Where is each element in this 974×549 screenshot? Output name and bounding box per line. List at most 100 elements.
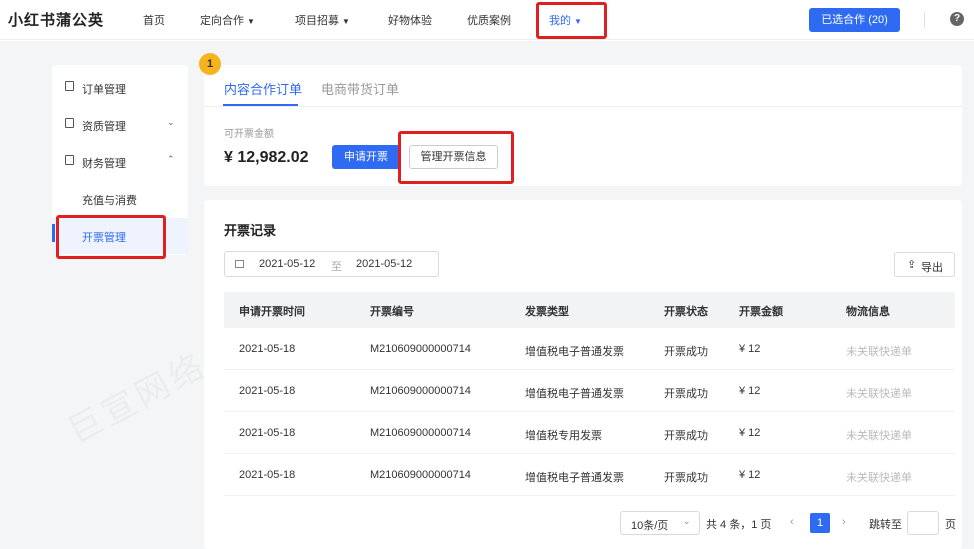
table-cell: ¥ 12 xyxy=(739,343,761,355)
nav-product-trial[interactable]: 好物体验 xyxy=(388,12,432,28)
nav-mine[interactable]: 我的▼ xyxy=(549,12,582,28)
table-cell: 未关联快递单 xyxy=(846,346,912,358)
table-cell: M210609000000714 xyxy=(370,469,471,481)
column-header: 申请开票时间 xyxy=(239,306,305,318)
table-cell: 未关联快递单 xyxy=(846,472,912,484)
calendar-icon xyxy=(235,260,244,268)
page-size-value: 10条/页 xyxy=(631,520,669,532)
pagination-total: 共 4 条，1 页 xyxy=(706,519,772,531)
sidebar-active-indicator xyxy=(52,224,55,242)
sidebar-item-qualification[interactable]: 资质管理 ⌄ xyxy=(52,115,188,135)
date-range-picker[interactable]: 2021-05-12 至 2021-05-12 xyxy=(224,251,439,277)
caret-down-icon: ▼ xyxy=(574,17,582,26)
nav-home-label: 首页 xyxy=(143,15,165,27)
sidebar-item-label: 订单管理 xyxy=(82,84,126,96)
selected-cooperation-button[interactable]: 已选合作 (20) xyxy=(809,8,900,32)
nav-home[interactable]: 首页 xyxy=(143,12,165,28)
table-cell: 2021-05-18 xyxy=(239,343,296,355)
apply-invoice-button[interactable]: 申请开票 xyxy=(332,145,400,169)
nav-cases-label: 优质案例 xyxy=(467,15,511,27)
caret-down-icon: ▼ xyxy=(342,17,350,26)
table-cell: ¥ 12 xyxy=(739,427,761,439)
chevron-down-icon: ⌄ xyxy=(167,117,175,127)
nav-trial-label: 好物体验 xyxy=(388,15,432,27)
export-label: 导出 xyxy=(921,262,943,274)
table-cell: 增值税电子普通发票 xyxy=(525,388,624,400)
table-header: 申请开票时间 开票编号 发票类型 开票状态 开票金额 物流信息 xyxy=(224,292,955,328)
export-icon: ⇪ xyxy=(907,259,917,271)
chevron-down-icon: ⌄ xyxy=(683,516,691,526)
caret-down-icon: ▼ xyxy=(247,17,255,26)
column-header: 开票金额 xyxy=(739,306,783,318)
column-header: 开票编号 xyxy=(370,306,414,318)
column-header: 开票状态 xyxy=(664,306,708,318)
table-row: 2021-05-18 M210609000000714 增值税电子普通发票 开票… xyxy=(224,328,955,370)
table-row: 2021-05-18 M210609000000714 增值税专用发票 开票成功… xyxy=(224,412,955,454)
highlight-box-manage xyxy=(398,131,514,184)
sidebar-item-orders[interactable]: 订单管理 xyxy=(52,78,188,98)
table-row: 2021-05-18 M210609000000714 增值税电子普通发票 开票… xyxy=(224,454,955,496)
sidebar-item-invoice[interactable]: 开票管理 xyxy=(82,232,126,244)
tab-content-orders[interactable]: 内容合作订单 xyxy=(224,82,303,97)
sidebar-item-finance[interactable]: 财务管理 ⌃ xyxy=(52,152,188,172)
watermark: 巨宣网络 xyxy=(57,338,214,453)
chevron-up-icon: ⌃ xyxy=(167,154,175,164)
manage-invoice-info-button[interactable]: 管理开票信息 xyxy=(409,145,498,169)
nav-recruit-label: 项目招募 xyxy=(295,15,339,27)
highlight-box-mine xyxy=(536,2,607,39)
table-cell: 2021-05-18 xyxy=(239,469,296,481)
table-cell: 增值税专用发票 xyxy=(525,430,602,442)
table-cell: 未关联快递单 xyxy=(846,388,912,400)
table-cell: 开票成功 xyxy=(664,430,708,442)
nav-mine-label: 我的 xyxy=(549,15,571,27)
invoiceable-amount: ¥ 12,982.02 xyxy=(224,149,309,166)
nav-directed-cooperation[interactable]: 定向合作▼ xyxy=(200,12,255,28)
date-start: 2021-05-12 xyxy=(259,258,316,270)
tab-active-underline xyxy=(223,104,298,106)
nav-project-recruit[interactable]: 项目招募▼ xyxy=(295,12,350,28)
date-separator: 至 xyxy=(331,261,342,273)
help-icon[interactable]: ? xyxy=(950,12,964,26)
nav-cases[interactable]: 优质案例 xyxy=(467,12,511,28)
records-title: 开票记录 xyxy=(224,223,277,238)
invoice-records-card xyxy=(204,200,962,549)
nav-directed-label: 定向合作 xyxy=(200,15,244,27)
table-cell: M210609000000714 xyxy=(370,427,471,439)
goto-unit-label: 页 xyxy=(945,519,956,531)
page-1-button[interactable]: 1 xyxy=(810,513,830,533)
page-size-select[interactable]: 10条/页 ⌄ xyxy=(620,511,700,535)
column-header: 物流信息 xyxy=(846,306,890,318)
invoice-summary-card xyxy=(204,65,962,186)
table-cell: ¥ 12 xyxy=(739,469,761,481)
table-cell: 开票成功 xyxy=(664,346,708,358)
table-cell: ¥ 12 xyxy=(739,385,761,397)
table-cell: 增值税电子普通发票 xyxy=(525,346,624,358)
prev-page-button[interactable]: ‹ xyxy=(790,516,794,528)
sidebar-item-label: 资质管理 xyxy=(82,121,126,133)
brand-logo[interactable]: 小红书蒲公英 xyxy=(8,12,105,29)
sidebar-item-label: 财务管理 xyxy=(82,158,126,170)
table-cell: M210609000000714 xyxy=(370,343,471,355)
step-badge: 1 xyxy=(199,53,221,75)
tab-ecommerce-orders[interactable]: 电商带货订单 xyxy=(321,82,400,97)
sidebar-item-recharge[interactable]: 充值与消费 xyxy=(82,195,137,207)
table-cell: 未关联快递单 xyxy=(846,430,912,442)
table-cell: 开票成功 xyxy=(664,472,708,484)
table-cell: 增值税电子普通发票 xyxy=(525,472,624,484)
document-icon xyxy=(65,118,74,128)
clipboard-icon xyxy=(65,81,74,91)
header-divider xyxy=(924,12,925,28)
wallet-icon xyxy=(65,155,74,165)
tab-divider xyxy=(204,106,962,107)
table-cell: 2021-05-18 xyxy=(239,385,296,397)
goto-page-input[interactable] xyxy=(907,511,939,535)
highlight-box-invoice xyxy=(56,215,166,259)
goto-label: 跳转至 xyxy=(869,519,902,531)
table-cell: M210609000000714 xyxy=(370,385,471,397)
next-page-button[interactable]: › xyxy=(842,516,846,528)
table-cell: 开票成功 xyxy=(664,388,708,400)
column-header: 发票类型 xyxy=(525,306,569,318)
export-button[interactable]: ⇪ 导出 xyxy=(894,252,955,277)
date-end: 2021-05-12 xyxy=(356,258,413,270)
top-navbar: 小红书蒲公英 首页 定向合作▼ 项目招募▼ 好物体验 优质案例 我的▼ 已选合作… xyxy=(0,0,974,40)
